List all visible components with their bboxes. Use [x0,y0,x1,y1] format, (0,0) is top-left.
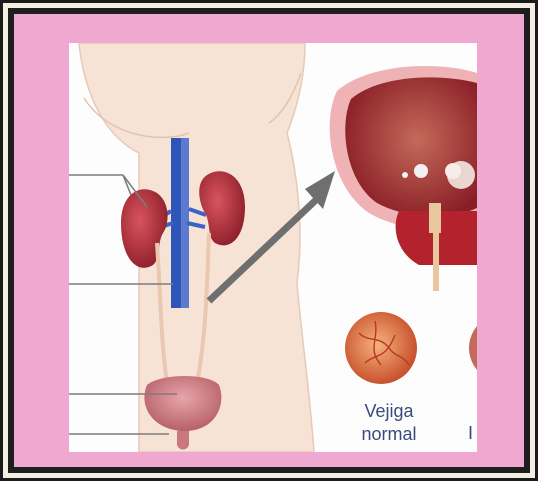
caption-line-1: Vejiga [349,400,429,423]
urethra [177,431,189,450]
endoscopic-view-cut [469,314,477,382]
normal-bladder-caption: Vejiga normal [349,400,429,446]
endoscopic-view [345,312,417,384]
bladder-cross-section [330,66,477,291]
caption-line-2: normal [349,423,429,446]
illustration-panel: Vejiga normal I [69,43,477,452]
cut-off-caption: I [468,423,473,444]
anatomy-illustration [69,43,477,452]
